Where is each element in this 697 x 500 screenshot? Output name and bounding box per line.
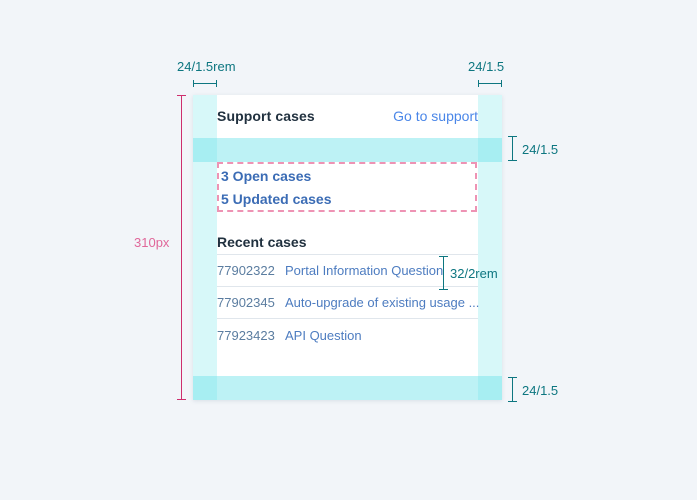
top-left-spacing-label: 24/1.5rem	[177, 59, 236, 74]
updated-cases-link[interactable]: 5 Updated cases	[221, 191, 332, 207]
top-right-measure-bracket	[478, 80, 502, 87]
top-left-measure-bracket	[193, 80, 217, 87]
bottom-gap-highlight	[193, 376, 502, 400]
open-cases-link[interactable]: 3 Open cases	[221, 168, 312, 184]
case-subject: Portal Information Question	[285, 263, 444, 278]
case-row[interactable]: 77902345 Auto-upgrade of existing usage …	[217, 287, 480, 319]
bottom-gap-spacing-label: 24/1.5	[522, 383, 559, 398]
header-gap-measure-bracket	[508, 136, 517, 161]
case-row[interactable]: 77902322 Portal Information Question	[217, 255, 478, 287]
case-id: 77902322	[217, 263, 275, 278]
left-padding-highlight	[193, 95, 217, 400]
card-height-measure-line	[177, 95, 186, 400]
case-row[interactable]: 77923423 API Question	[217, 319, 478, 351]
go-to-support-link[interactable]: Go to support	[393, 108, 478, 124]
header-gap-spacing-label: 24/1.5	[522, 142, 559, 157]
case-id: 77923423	[217, 327, 275, 343]
card-content: Support cases Go to support 3 Open cases…	[193, 95, 502, 400]
case-subject: Auto-upgrade of existing usage ...	[285, 295, 480, 310]
top-right-spacing-label: 24/1.5	[468, 59, 505, 74]
row-height-measure-bracket	[439, 256, 448, 290]
bottom-gap-measure-bracket	[508, 377, 517, 402]
recent-cases-header: Recent cases	[217, 229, 478, 255]
support-cases-card: Support cases Go to support 3 Open cases…	[193, 95, 502, 400]
card-header: Support cases Go to support	[217, 101, 478, 131]
case-id: 77902345	[217, 295, 275, 310]
header-gap-highlight	[193, 138, 502, 162]
case-list: 77902322 Portal Information Question 779…	[217, 255, 480, 351]
recent-cases-title: Recent cases	[217, 233, 307, 250]
right-padding-highlight	[478, 95, 502, 400]
row-height-label: 32/2rem	[450, 266, 498, 281]
card-height-label: 310px	[134, 235, 170, 250]
case-subject: API Question	[285, 327, 362, 343]
card-title: Support cases	[217, 108, 315, 124]
summary-links-spec-box: 3 Open cases 5 Updated cases	[217, 162, 477, 212]
